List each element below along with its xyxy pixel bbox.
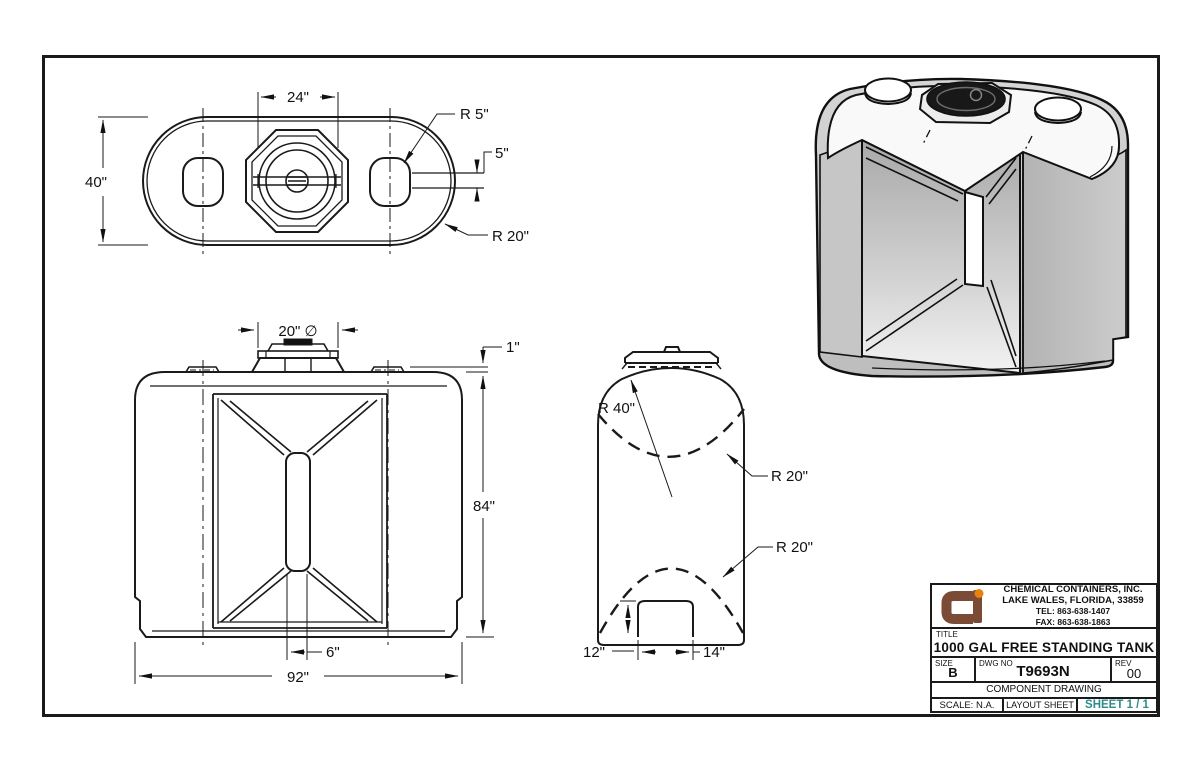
dwg-number: T9693N [1016, 662, 1070, 680]
iso-fitting-right [1034, 96, 1082, 125]
dim-side-r40: R 40" [598, 400, 635, 417]
size-cell: SIZE B [932, 658, 976, 681]
dim-front-1: 1" [506, 339, 520, 356]
dwg-label: DWG NO [979, 659, 1013, 669]
side-channel [637, 600, 694, 637]
dim-side-14: 14" [703, 644, 725, 661]
scale-cell: SCALE: N.A. [932, 699, 1004, 712]
dim-top-r5: R 5" [460, 106, 489, 123]
dim-front-84: 84" [473, 498, 495, 515]
dim-front-6: 6" [326, 644, 340, 661]
title-label: TITLE [936, 630, 958, 639]
rev-cell: REV 00 [1110, 658, 1156, 681]
company-name: CHEMICAL CONTAINERS, INC. [1003, 584, 1143, 595]
iso-view [814, 77, 1130, 378]
title-block-company-row: CHEMICAL CONTAINERS, INC. LAKE WALES, FL… [932, 584, 1156, 629]
dim-side-12: 12" [583, 644, 605, 661]
title-block: CHEMICAL CONTAINERS, INC. LAKE WALES, FL… [930, 583, 1158, 713]
dome-dashed-arc [597, 408, 745, 458]
sheet-row: SCALE: N.A. LAYOUT SHEET SHEET 1 / 1 [932, 699, 1156, 712]
dim-top-r20: R 20" [492, 228, 529, 245]
dim-front-20: 20" ∅ [278, 323, 317, 340]
manway-lid [250, 357, 346, 373]
company-address: LAKE WALES, FLORIDA, 33859 [1002, 594, 1144, 606]
bottom-dashed-arc [598, 567, 745, 634]
tank-top-outline [142, 116, 456, 246]
side-lid [624, 346, 719, 364]
top-view: 24" 40" R 5" 5" R 20" [85, 89, 529, 254]
logo-stem [973, 590, 982, 623]
layout-cell: LAYOUT SHEET [1004, 699, 1078, 712]
dim-top-40: 40" [85, 174, 107, 191]
drawing-title: 1000 GAL FREE STANDING TANK [933, 640, 1155, 656]
logo-dot [974, 589, 984, 598]
dim-side-r20-top: R 20" [771, 468, 808, 485]
manway-vent [285, 169, 309, 193]
drawing-type: COMPONENT DRAWING [932, 683, 1156, 700]
tank-side-outline [597, 366, 745, 646]
title-row: TITLE 1000 GAL FREE STANDING TANK [932, 629, 1156, 659]
dwg-row: SIZE B DWG NO T9693N REV 00 [932, 658, 1156, 683]
company-tel: TEL: 863-638-1407 [1035, 606, 1111, 616]
dim-top-24: 24" [287, 89, 309, 106]
rev-value: 00 [1126, 665, 1142, 681]
size-label: SIZE [935, 659, 953, 669]
sheet-number: SHEET 1 / 1 [1085, 699, 1149, 712]
dim-top-5: 5" [495, 145, 509, 162]
company-fax: FAX: 863-638-1863 [1035, 616, 1111, 627]
rev-label: REV [1115, 659, 1132, 669]
dim-front-92: 92" [287, 669, 309, 686]
manway-octagon [245, 129, 349, 233]
dim-side-r20-bot: R 20" [776, 539, 813, 556]
iso-right-side [1022, 148, 1127, 374]
iso-fitting-left [864, 77, 912, 106]
iso-slot [964, 190, 984, 288]
side-view: R 40" R 20" R 20" 12" 14" [583, 346, 813, 661]
iso-left-band [819, 138, 863, 358]
front-slot [285, 452, 311, 572]
front-view: 20" ∅ 1" 84" 6" 92" [134, 322, 520, 686]
size-value: B [948, 664, 958, 680]
tank-front-outline [134, 371, 463, 638]
logo-c-glyph [941, 591, 973, 624]
dwg-cell: DWG NO T9693N [976, 658, 1110, 681]
